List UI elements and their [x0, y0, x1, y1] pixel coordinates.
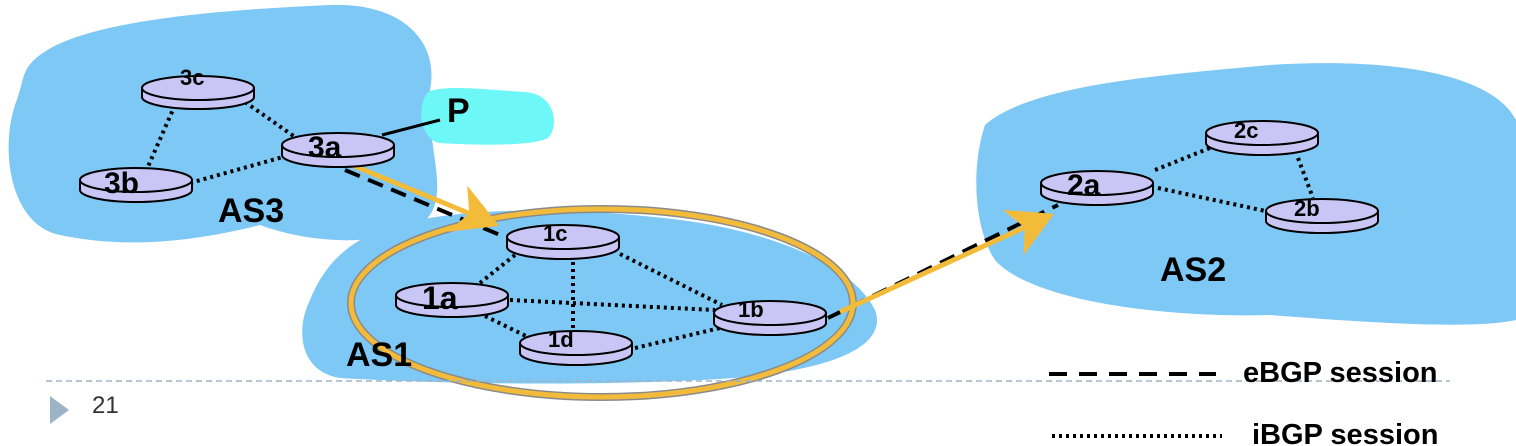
slide-triangle-icon [50, 396, 69, 424]
router-label-1b: 1b [738, 297, 764, 322]
router-label-3b: 3b [104, 167, 139, 200]
as1-label: AS1 [346, 336, 412, 374]
router-1c: 1c [506, 221, 620, 260]
as3-label: AS3 [218, 192, 284, 230]
router-label-3c: 3c [180, 65, 204, 90]
as2-label: AS2 [1160, 251, 1226, 289]
router-3a: 3a [281, 131, 395, 168]
router-label-1d: 1d [548, 327, 574, 352]
slide-number: 21 [92, 392, 119, 419]
router-3c: 3c [141, 65, 255, 110]
prefix-cloud [421, 87, 555, 145]
router-1a: 1a [395, 280, 509, 318]
router-2a: 2a [1040, 169, 1154, 206]
prefix-link [381, 118, 441, 137]
as1-cloud [302, 210, 878, 384]
router-label-3a: 3a [308, 131, 342, 164]
legend-ibgp-label: iBGP session [1252, 419, 1438, 446]
router-1d: 1d [519, 327, 633, 366]
legend-ebgp-label: eBGP session [1243, 357, 1438, 389]
router-3b: 3b [79, 167, 193, 203]
router-label-2b: 2b [1294, 196, 1320, 221]
router-2c: 2c [1205, 118, 1319, 156]
router-label-1a: 1a [422, 280, 458, 316]
advertisement-arrow-1b-2a [838, 209, 1055, 315]
router-1b: 1b [713, 297, 827, 336]
advertisement-arrow-3a-1c [351, 162, 500, 232]
router-2b: 2b [1265, 196, 1379, 234]
ibgp-links [141, 100, 1315, 350]
router-label-2c: 2c [1234, 118, 1258, 143]
as2-cloud [976, 63, 1516, 325]
router-label-1c: 1c [543, 221, 567, 246]
router-label-2a: 2a [1067, 169, 1101, 202]
prefix-label: P [447, 92, 470, 130]
